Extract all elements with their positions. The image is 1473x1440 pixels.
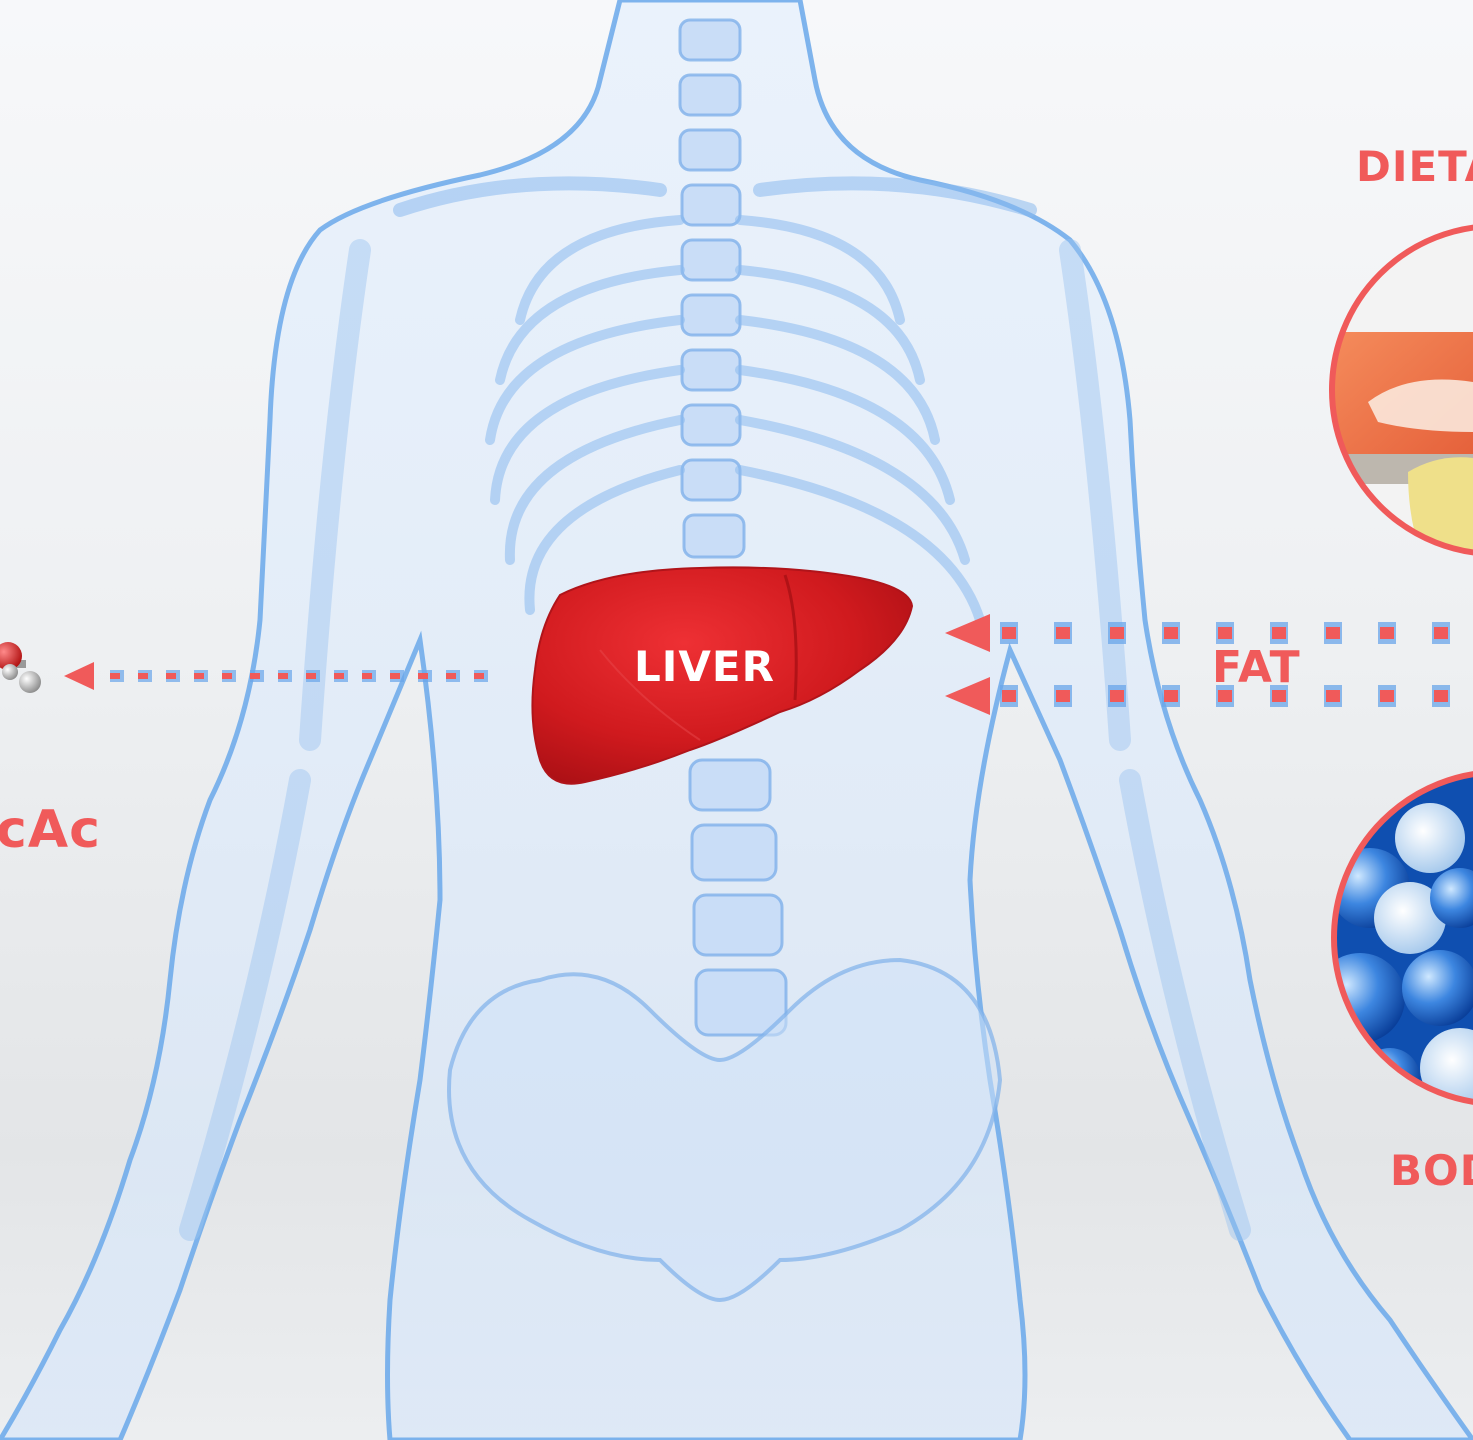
fat-arrow-lower — [945, 677, 1473, 715]
acac-label: cAc — [0, 800, 101, 860]
dietary-label: DIETA — [1356, 142, 1473, 191]
molecule-icon — [0, 630, 50, 700]
fat-arrow-upper — [945, 614, 1473, 652]
fat-label: FAT — [1212, 642, 1301, 693]
body-fat-cells-image — [1330, 768, 1473, 1108]
fat-arrow-lower-head — [945, 677, 990, 715]
left-arrow-head — [64, 662, 94, 690]
fat-arrow-upper-head — [945, 614, 990, 652]
left-arrow — [64, 662, 500, 690]
dietary-fat-foods-image — [1328, 222, 1473, 558]
body-fat-label: BOD — [1390, 1146, 1473, 1195]
liver-label: LIVER — [634, 642, 775, 691]
